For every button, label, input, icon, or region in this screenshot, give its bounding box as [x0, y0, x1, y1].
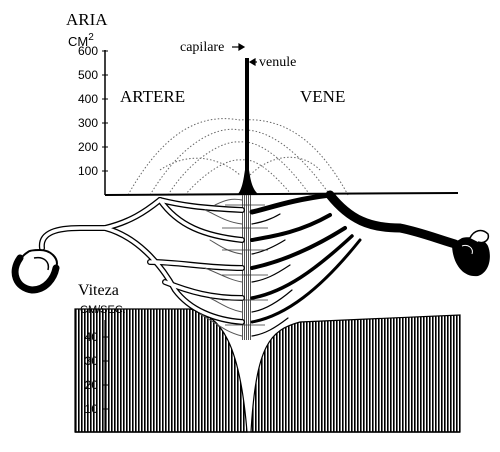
capillary-mesh: [222, 204, 268, 326]
capillary-spike: [238, 58, 258, 340]
velocity-arterial-region: [74, 308, 248, 433]
area-envelope-outer: [127, 118, 349, 196]
velocity-axis-unit: CM/SEC.: [80, 304, 126, 316]
velocity-chart: [74, 308, 461, 433]
arterial-tree: [38, 197, 245, 337]
capillary-bed-column: [242, 195, 252, 340]
area-envelope-core: [184, 159, 293, 196]
venules-label: venule: [259, 55, 296, 70]
area-tick-400-label: 400: [78, 92, 98, 106]
area-axis-unit: CM2: [68, 32, 94, 49]
velocity-venous-region: [250, 314, 461, 433]
velocity-tick-30-label: 30: [85, 354, 99, 368]
left-heart-loop: [11, 248, 60, 294]
area-axis-title: ARIA: [66, 10, 108, 29]
label-arrows: [232, 42, 257, 67]
velocity-tick-40-label: 40: [85, 330, 99, 344]
area-branch-b: [249, 156, 321, 176]
veins-label: VENE: [300, 87, 345, 106]
arteries-label: ARTERE: [120, 87, 185, 106]
area-tick-200-label: 200: [78, 140, 98, 154]
velocity-axis: 40 30 20 10: [85, 320, 108, 432]
area-tick-600-label: 600: [78, 44, 98, 58]
area-envelope-inner: [167, 141, 311, 196]
area-tick-300-label: 300: [78, 116, 98, 130]
area-axis-unit-text: CM: [68, 34, 88, 49]
capillaries-label: capilare: [180, 40, 224, 55]
area-tick-500-label: 500: [78, 68, 98, 82]
velocity-tick-20-label: 20: [85, 378, 99, 392]
velocity-axis-title: Viteza: [78, 282, 119, 299]
area-tick-100-label: 100: [78, 164, 98, 178]
right-heart: [452, 229, 490, 277]
area-axis: 600 500 400 300 200 100: [78, 44, 459, 196]
venous-tree: [249, 190, 460, 337]
area-branch-a: [159, 157, 241, 176]
area-axis-unit-exponent: 2: [88, 32, 94, 43]
area-curves: [127, 118, 349, 196]
diagram-labels: ARIA CM2 ARTERE VENE capilare venule Vit…: [66, 10, 345, 316]
area-envelope-mid: [149, 128, 331, 196]
velocity-tick-10-label: 10: [85, 402, 99, 416]
area-baseline: [104, 192, 459, 196]
